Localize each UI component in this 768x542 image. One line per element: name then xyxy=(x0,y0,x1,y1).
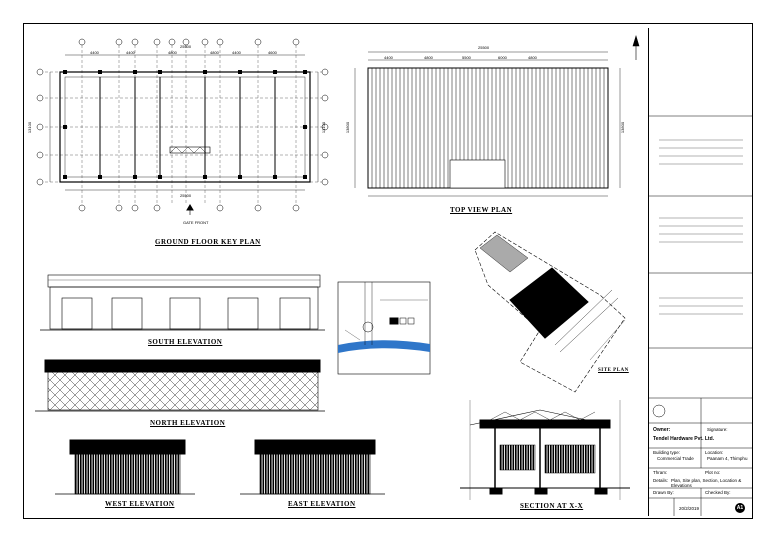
gf-top-dimension: 4400 xyxy=(90,50,99,55)
site-plan xyxy=(474,231,626,393)
drawn-by-label: Drawn By: xyxy=(653,490,674,495)
checked-by-label: Checked By: xyxy=(705,490,731,495)
owner-name: Tendel Hardware Pvt. Ltd. xyxy=(653,436,715,442)
tv-side-dimension: 13800 xyxy=(345,121,351,134)
tv-side-dimension-right: 13800 xyxy=(620,121,626,134)
north-arrow-icon xyxy=(632,34,640,60)
side-dimension: 13100 xyxy=(27,121,33,134)
ground-floor-plan-title: GROUND FLOOR KEY PLAN xyxy=(155,238,261,246)
gf-top-dimension: 4600 xyxy=(268,50,277,55)
owner-label: Owner: xyxy=(653,427,671,433)
location-plan xyxy=(337,281,431,375)
sheet-number: A1 xyxy=(735,503,745,513)
top-view-plan-title: TOP VIEW PLAN xyxy=(450,206,513,214)
gate-front-label: GATE FRONT xyxy=(183,220,209,225)
site-plan-title: SITE PLAN xyxy=(598,368,629,373)
side-dimension-right: 13100 xyxy=(321,121,327,134)
grid-bubbles xyxy=(36,38,329,212)
tv-top-dimension: 5500 xyxy=(462,55,471,60)
details: Plan, Site plan, Section, Location & Ele… xyxy=(671,478,742,488)
plot-label: Plot no: xyxy=(705,470,721,475)
overall-dimension: 25500 xyxy=(180,44,192,49)
location-label: Location: xyxy=(705,450,724,455)
gf-top-dimension: 4400 xyxy=(126,50,135,55)
tv-top-dimension: 4800 xyxy=(424,55,433,60)
south-elevation xyxy=(40,274,325,331)
section-title: SECTION AT X-X xyxy=(520,502,584,510)
overall-dimension-bottom: 25500 xyxy=(180,193,192,198)
location: Paanam 4, Thimphu xyxy=(707,456,748,461)
thram-label: Thram: xyxy=(653,470,668,475)
drawing-sheet-border xyxy=(23,23,753,519)
top-view-plan xyxy=(354,51,621,197)
section-x-x xyxy=(460,400,630,500)
tv-overall-dimension: 25500 xyxy=(478,45,490,50)
west-elevation-title: WEST ELEVATION xyxy=(105,500,175,508)
west-elevation xyxy=(55,439,195,495)
details-label: Details: xyxy=(653,478,669,483)
tv-top-dimension: 6000 xyxy=(498,55,507,60)
building-type-label: Building type: xyxy=(653,450,681,455)
gf-top-dimension: 4400 xyxy=(232,50,241,55)
east-elevation xyxy=(240,439,385,495)
east-elevation-title: EAST ELEVATION xyxy=(288,500,356,508)
drawing-date: 20/2/2019 xyxy=(679,506,700,511)
building-type: Commercial Trade xyxy=(657,456,694,461)
tv-top-dimension: 4800 xyxy=(528,55,537,60)
gf-top-dimension: 4800 xyxy=(168,50,177,55)
tv-top-dimension: 4400 xyxy=(384,55,393,60)
south-elevation-title: SOUTH ELEVATION xyxy=(148,338,223,346)
ground-floor-plan xyxy=(40,45,325,215)
title-block: Owner: Signature: Tendel Hardware Pvt. L… xyxy=(648,28,753,516)
north-elevation-title: NORTH ELEVATION xyxy=(150,419,226,427)
north-elevation xyxy=(35,359,325,412)
signature-label: Signature: xyxy=(707,427,728,432)
gf-top-dimension: 4800 xyxy=(210,50,219,55)
